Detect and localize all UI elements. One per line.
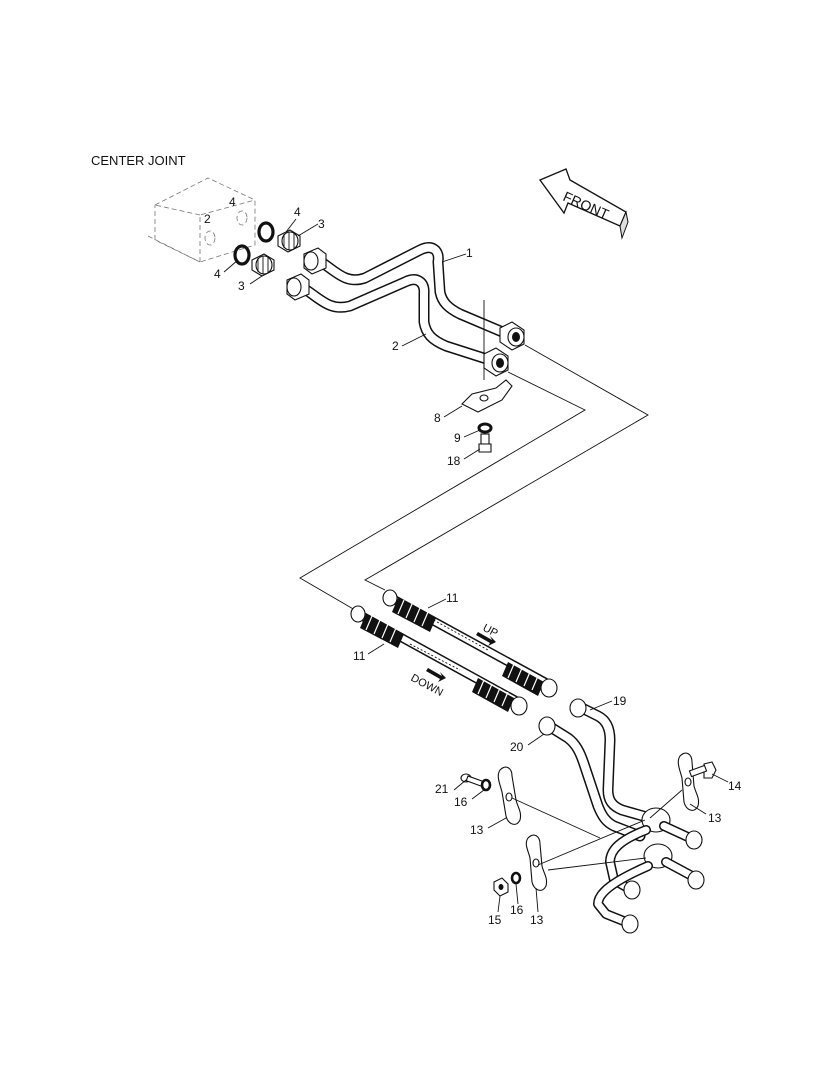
pipe-2-fitting-right	[483, 347, 509, 377]
callout-16-lower: 16	[510, 903, 524, 917]
hose-11-upper-sleeve-left	[382, 589, 436, 632]
nut-15	[493, 877, 509, 897]
adapter-upper	[277, 229, 301, 253]
callout-21: 21	[435, 782, 449, 796]
leader-lines	[223, 218, 729, 913]
clamp-plate-8	[461, 379, 513, 413]
flow-down-arrow: DOWN	[409, 668, 446, 699]
callout-4-upper: 4	[294, 205, 301, 219]
pipe-1	[312, 242, 518, 342]
callout-19: 19	[613, 694, 627, 708]
callout-9: 9	[454, 431, 461, 445]
callout-18: 18	[447, 454, 461, 468]
callout-11-upper: 11	[446, 591, 459, 605]
pipe-1-fitting-left	[303, 247, 327, 275]
bolt-21	[460, 773, 484, 787]
callout-4-joint: 4	[229, 195, 236, 209]
o-ring-upper	[257, 221, 275, 243]
front-direction-arrow: FRONT	[538, 168, 629, 240]
callout-labels: 1 2 2 3 3 4 4 4 8 9 18 11 11 19 20 14 13…	[204, 195, 742, 927]
callout-3-lower: 3	[238, 279, 245, 293]
hose-11-upper-sleeve-right	[502, 662, 558, 698]
washer-16-lower	[510, 871, 522, 885]
pipe-19	[569, 698, 656, 824]
callout-13-right: 13	[708, 811, 722, 825]
o-ring-lower	[233, 244, 251, 266]
callout-13-bottom: 13	[530, 913, 544, 927]
clamp-13-bottom	[525, 834, 548, 891]
center-joint-block	[147, 177, 256, 263]
pipe-2-fitting-left	[286, 273, 310, 301]
clamp-guide-lines	[511, 789, 683, 871]
hose-11-lower-sleeve-left	[350, 605, 404, 648]
hose-11-lower-sleeve-right	[472, 678, 528, 716]
diagram-title: CENTER JOINT	[91, 153, 186, 168]
washer-9	[477, 422, 493, 434]
callout-20: 20	[510, 740, 524, 754]
callout-1: 1	[466, 246, 473, 260]
callout-13-left: 13	[470, 823, 484, 837]
callout-14: 14	[728, 779, 742, 793]
clamp-13-right	[677, 752, 700, 811]
callout-3-upper: 3	[318, 217, 325, 231]
clamp-13-left	[497, 766, 522, 825]
pipe-1-fitting-right	[499, 321, 525, 351]
washer-16-upper	[480, 778, 492, 792]
adapter-lower	[251, 253, 275, 277]
callout-15: 15	[488, 913, 502, 927]
callout-11-lower: 11	[353, 649, 366, 663]
manifold-tee-lower	[593, 843, 705, 934]
callout-8: 8	[434, 411, 441, 425]
bolt-14	[688, 761, 717, 779]
bolt-18	[478, 433, 492, 453]
pipe-2	[294, 274, 502, 368]
routing-lines	[299, 344, 649, 611]
pipe-20	[538, 716, 646, 842]
callout-16-upper: 16	[454, 795, 468, 809]
callout-2-pipe: 2	[392, 339, 399, 353]
callout-2-joint: 2	[204, 212, 211, 226]
callout-4-lower: 4	[214, 267, 221, 281]
